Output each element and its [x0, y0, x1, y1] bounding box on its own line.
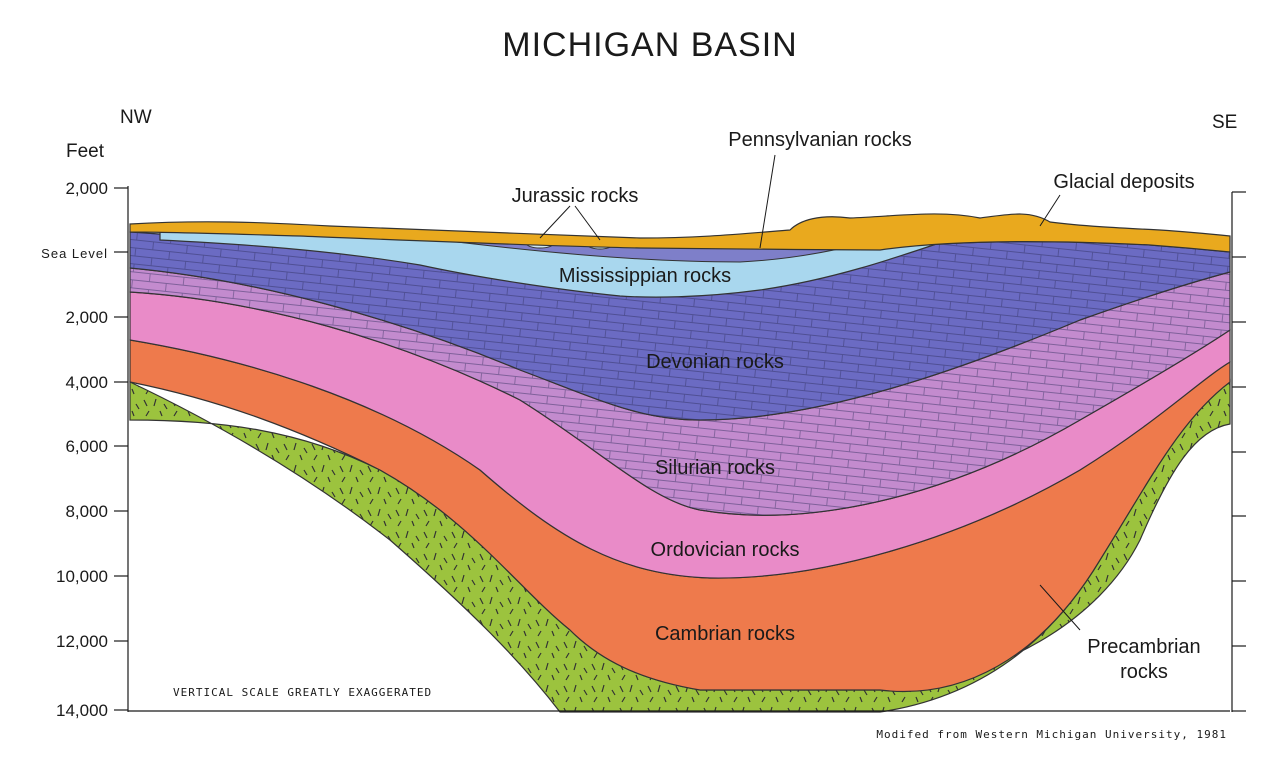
- tick-label-6: 10,000: [56, 567, 108, 586]
- label-devonian: Devonian rocks: [646, 351, 784, 373]
- layer-glacial: [129, 213, 1231, 253]
- direction-right-label: SE: [1212, 112, 1237, 133]
- leader-lines: [539, 154, 1081, 631]
- tick-label-1: Sea Level: [41, 246, 108, 261]
- label-cambrian: Cambrian rocks: [655, 623, 795, 645]
- label-jurassic: Jurassic rocks: [512, 185, 639, 207]
- source-note: Modifed from Western Michigan University…: [876, 728, 1227, 741]
- layer-silurian-texture: [130, 268, 1230, 516]
- label-ordovician: Ordovician rocks: [651, 539, 800, 561]
- label-pennsylvanian: Pennsylvanian rocks: [728, 129, 911, 151]
- label-precambrian-line2: rocks: [1120, 661, 1168, 683]
- layer-devonian-texture: [130, 232, 1230, 420]
- tick-label-0: 2,000: [65, 179, 108, 198]
- tick-label-2: 2,000: [65, 308, 108, 327]
- tick-label-4: 6,000: [65, 437, 108, 456]
- diagram-title: MICHIGAN BASIN: [502, 26, 797, 64]
- axis-unit-label: Feet: [66, 141, 105, 162]
- label-silurian: Silurian rocks: [655, 457, 775, 479]
- tick-label-7: 12,000: [56, 632, 108, 651]
- tick-label-3: 4,000: [65, 373, 108, 392]
- left-axis: [114, 186, 129, 712]
- label-glacial: Glacial deposits: [1053, 171, 1194, 193]
- direction-left-label: NW: [120, 107, 152, 128]
- tick-label-8: 14,000: [56, 701, 108, 720]
- scale-note: VERTICAL SCALE GREATLY EXAGGERATED: [173, 686, 432, 699]
- left-axis-ticks: 2,000 Sea Level 2,000 4,000 6,000 8,000 …: [41, 179, 108, 720]
- tick-label-5: 8,000: [65, 502, 108, 521]
- label-precambrian-line1: Precambrian: [1087, 636, 1200, 658]
- right-axis: [1231, 191, 1246, 712]
- label-mississippian: Mississippian rocks: [559, 265, 731, 287]
